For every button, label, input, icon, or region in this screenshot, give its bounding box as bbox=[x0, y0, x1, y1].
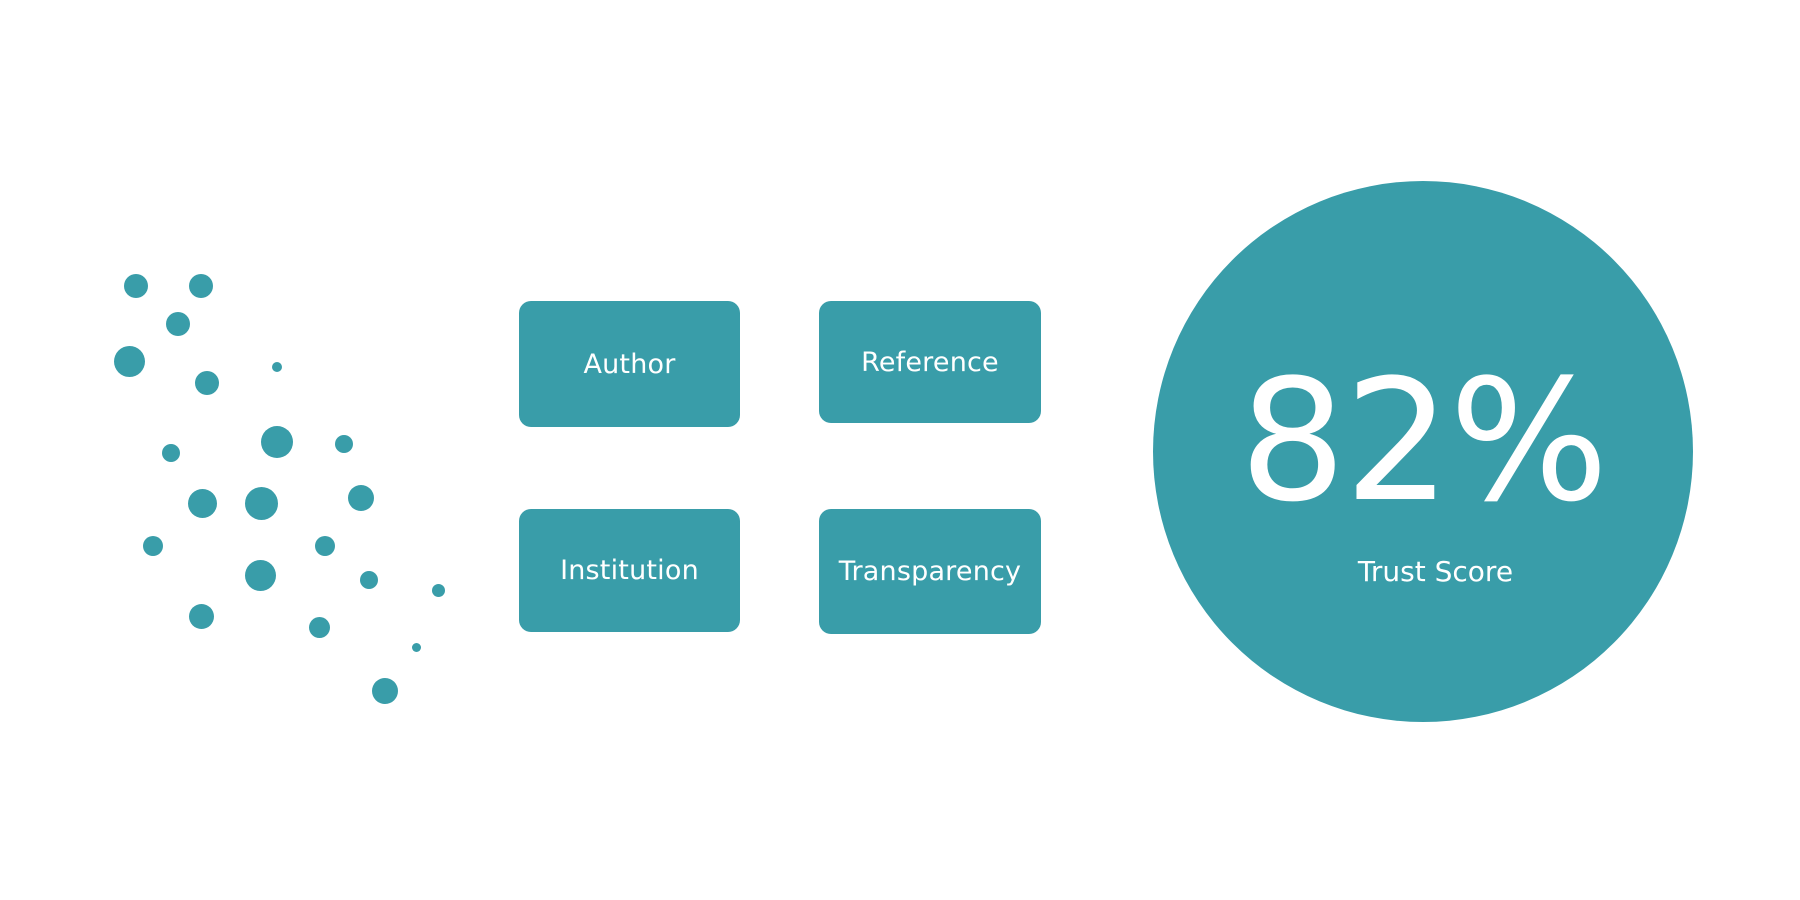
dot bbox=[272, 362, 282, 372]
trust-score-circle bbox=[1153, 181, 1693, 722]
dot bbox=[188, 489, 217, 518]
dot bbox=[372, 678, 398, 704]
dot bbox=[114, 346, 145, 377]
factor-transparency-box: Transparency bbox=[819, 509, 1041, 634]
dot bbox=[195, 371, 219, 395]
factor-author-box: Author bbox=[519, 301, 740, 427]
factor-reference-box: Reference bbox=[819, 301, 1041, 423]
dot bbox=[348, 485, 374, 511]
factor-reference-label: Reference bbox=[861, 346, 999, 378]
dot bbox=[166, 312, 190, 336]
factor-institution-label: Institution bbox=[560, 555, 699, 586]
dot bbox=[162, 444, 180, 462]
dot bbox=[360, 571, 378, 589]
dot bbox=[309, 617, 330, 638]
dot bbox=[261, 426, 293, 458]
dot bbox=[335, 435, 353, 453]
dot bbox=[412, 643, 421, 652]
dot bbox=[124, 274, 148, 298]
dot bbox=[245, 487, 278, 520]
dot bbox=[189, 274, 213, 298]
factor-institution-box: Institution bbox=[519, 509, 740, 632]
trust-score-value: 82% bbox=[1239, 343, 1608, 539]
dot bbox=[143, 536, 163, 556]
factor-transparency-label: Transparency bbox=[838, 556, 1022, 587]
trust-score-label: Trust Score bbox=[1357, 555, 1514, 588]
dot bbox=[432, 584, 445, 597]
dot bbox=[189, 604, 214, 629]
factor-author-label: Author bbox=[583, 348, 676, 380]
scattered-dots-graphic bbox=[0, 0, 480, 900]
dot bbox=[315, 536, 335, 556]
dot bbox=[245, 560, 276, 591]
